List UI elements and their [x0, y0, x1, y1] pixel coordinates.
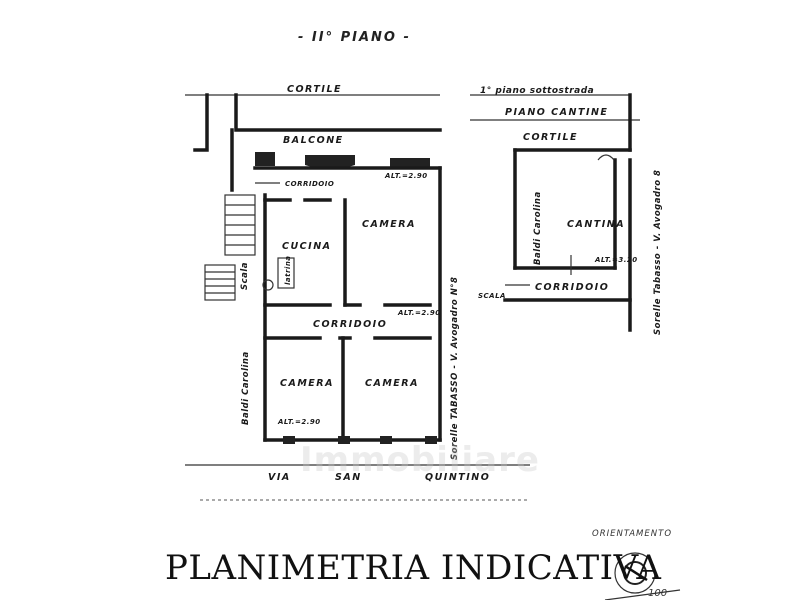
- cellar-heading-2: PIANO CANTINE: [505, 107, 608, 118]
- cantina-label: CANTINA: [567, 219, 625, 230]
- cellar-alt-label: ALT.=3.20: [594, 256, 638, 264]
- scale-bar: [604, 589, 681, 600]
- balcone-label: BALCONE: [283, 135, 344, 146]
- cellar-corridoio-label: CORRIDOIO: [535, 282, 609, 293]
- balcone-pillar-3: [390, 158, 430, 168]
- stair-treads-upper: [225, 204, 255, 246]
- neighbor-wall-upper: [193, 93, 209, 152]
- plan-title: PLANIMETRIA INDICATIVA: [165, 548, 662, 588]
- floor-title: - II° PIANO -: [298, 30, 411, 45]
- cellar-scala-label: SCALA: [478, 292, 506, 300]
- street-word-2: SAN: [335, 472, 362, 483]
- sink-icon: [262, 279, 274, 291]
- latrina-box: [277, 257, 295, 289]
- stair-lower: [204, 264, 236, 301]
- neighbor-right-label: Sorelle TABASSO - V. Avogadro N°8: [450, 277, 460, 460]
- latrina-label: latrina: [284, 255, 292, 285]
- scale-value: 100: [648, 588, 668, 599]
- cellar-door-arc: [597, 154, 615, 161]
- cucina-label: CUCINA: [282, 241, 332, 252]
- corridoio-mid-label: CORRIDOIO: [313, 319, 387, 330]
- cellar-neighbor-left-label: Baldi Carolina: [533, 191, 543, 265]
- bottom-window-marks: [283, 436, 437, 444]
- compass-outer-circle: [614, 552, 656, 594]
- neighbor-left-label: Baldi Carolina: [241, 351, 251, 425]
- street-word-3: QUINTINO: [425, 472, 490, 483]
- scala-label: Scala: [240, 262, 250, 290]
- compass-inner-circle: [623, 561, 647, 585]
- balcone-back-wall: [234, 93, 442, 132]
- alt-bottom-label: ALT.=2.90: [277, 418, 321, 426]
- balcone-pillar-1: [255, 152, 275, 166]
- alt-mid-label: ALT.=2.90: [397, 309, 441, 317]
- camera-right-label: CAMERA: [365, 378, 419, 389]
- camera-left-label: CAMERA: [280, 378, 334, 389]
- compass-needle-icon: [624, 564, 648, 582]
- camera-top-label: CAMERA: [362, 219, 416, 230]
- cellar-heading-1: 1° piano sottostrada: [480, 86, 594, 96]
- street-word-1: VIA: [268, 472, 291, 483]
- cortile-label: CORTILE: [287, 84, 342, 95]
- orientation-label: ORIENTAMENTO: [592, 529, 673, 539]
- balcone-pillar-2: [305, 155, 355, 168]
- alt-top-label: ALT.=2.90: [384, 172, 428, 180]
- watermark: Immobiliare: [300, 440, 540, 480]
- cellar-neighbor-right-label: Sorelle Tabasso - V. Avogadro 8: [653, 170, 663, 335]
- stair-treads-lower: [205, 271, 235, 294]
- corridoio-top-label: CORRIDOIO: [285, 180, 334, 188]
- cellar-cortile-label: CORTILE: [523, 132, 578, 143]
